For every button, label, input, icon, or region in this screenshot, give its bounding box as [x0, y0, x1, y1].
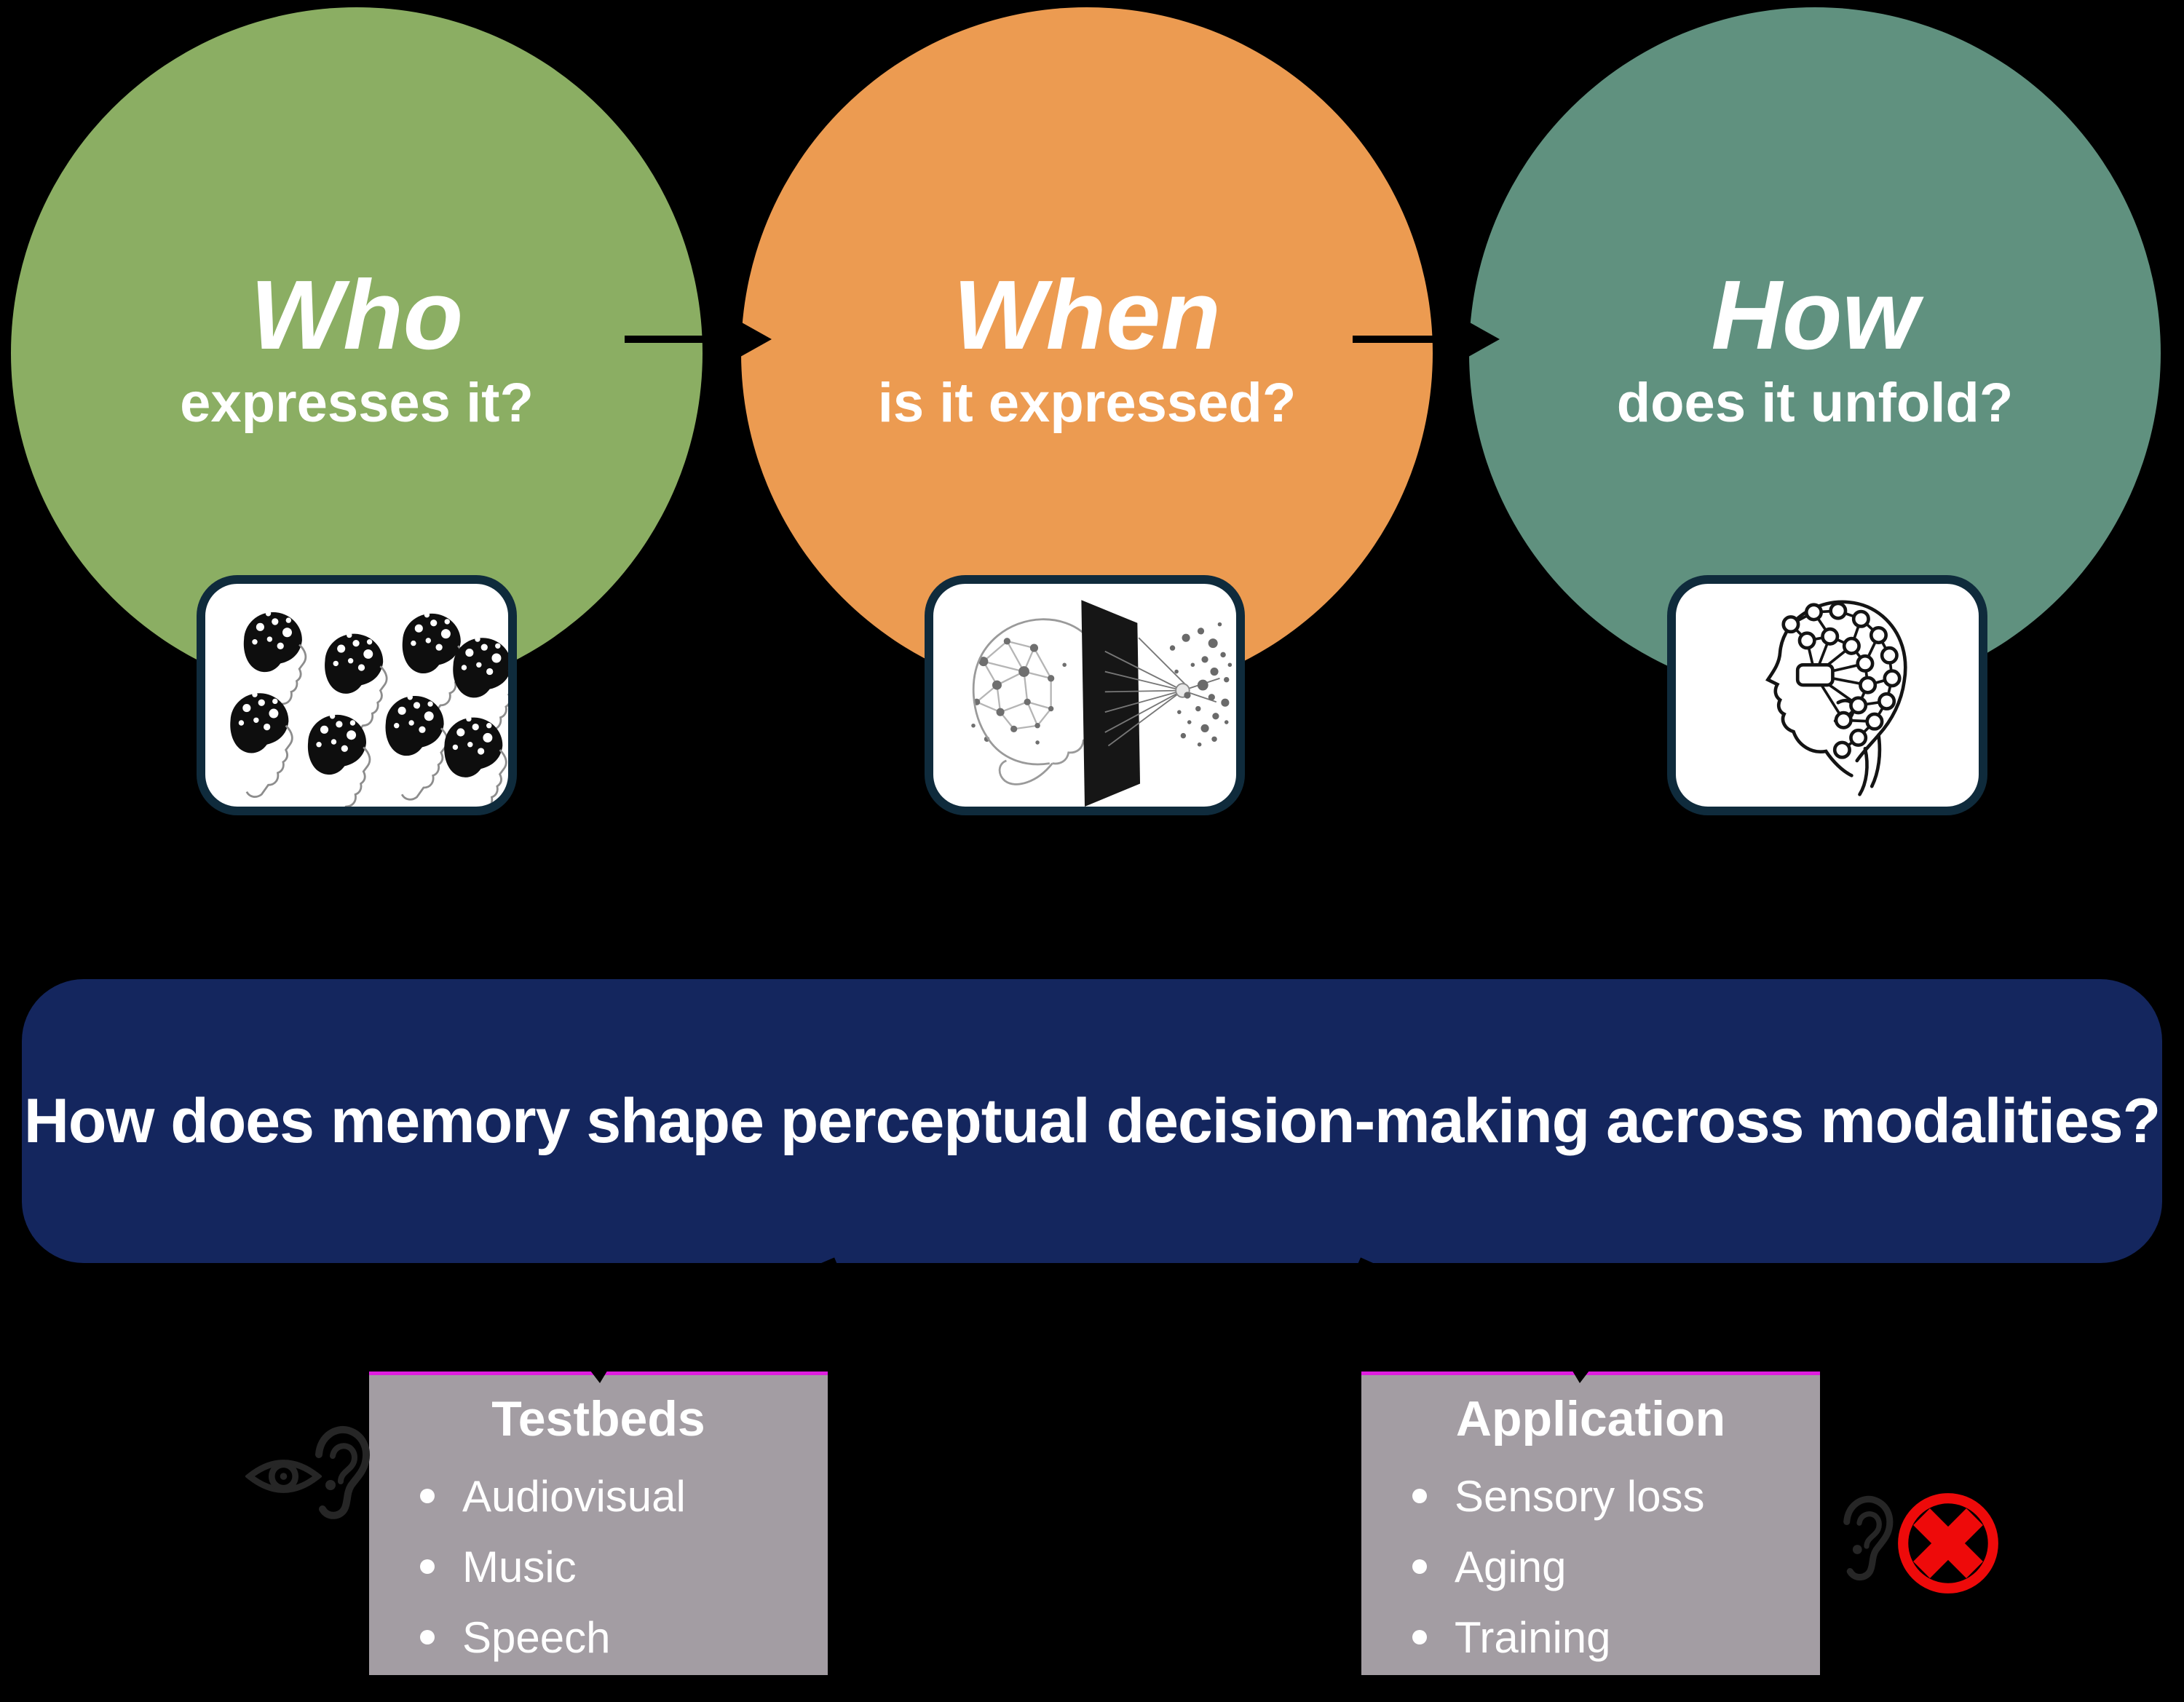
no-audio-icon [1898, 1493, 1998, 1594]
list-item: Speech [420, 1602, 828, 1673]
testbeds-item-audiovisual: Audiovisual [462, 1471, 686, 1521]
eeg-cap-head-icon [1765, 600, 1907, 796]
eeg-group-heads-image [197, 575, 517, 815]
connector-banner-to-application [1357, 1257, 1583, 1363]
eeg-cap-head-image [1667, 575, 1987, 815]
application-item-sensory-loss: Sensory loss [1455, 1471, 1705, 1521]
testbeds-title: Testbeds [491, 1391, 705, 1446]
list-item: Aging [1412, 1532, 1820, 1602]
research-question-text: How does memory shape perceptual decisio… [23, 1085, 2161, 1156]
circle-how-title: How [1711, 260, 1919, 370]
circle-how: How does it unfold? [1469, 7, 2161, 699]
mind-screen-particles-icon [971, 600, 1233, 807]
circle-who-title: Who [250, 260, 464, 370]
eeg-group-heads-icon [229, 609, 508, 807]
ear-icon [1843, 1495, 1894, 1581]
application-title: Application [1455, 1391, 1726, 1446]
application-item-training: Training [1455, 1612, 1611, 1662]
bullet-icon [420, 1489, 435, 1504]
circle-when-title: When [953, 260, 1221, 370]
circle-who-subtitle: expresses it? [180, 371, 534, 434]
list-item: Audiovisual [420, 1461, 828, 1532]
circle-when: When is it expressed? [741, 7, 1433, 699]
ear-icon [315, 1425, 370, 1519]
list-item: Training [1412, 1602, 1820, 1673]
bullet-icon [1412, 1489, 1427, 1504]
circle-when-subtitle: is it expressed? [877, 371, 1297, 434]
application-item-aging: Aging [1455, 1542, 1567, 1591]
bullet-icon [420, 1559, 435, 1575]
circle-how-subtitle: does it unfold? [1616, 371, 2014, 434]
list-item: Music [420, 1532, 828, 1602]
bullet-icon [1412, 1559, 1427, 1575]
testbeds-box: Testbeds Audiovisual Music Speech [369, 1375, 828, 1675]
testbeds-item-music: Music [462, 1542, 577, 1591]
mind-screen-particles-image [925, 575, 1245, 815]
application-list: Sensory loss Aging Training [1361, 1461, 1820, 1673]
eye-icon [245, 1460, 322, 1493]
bullet-icon [1412, 1630, 1427, 1645]
list-item: Sensory loss [1412, 1461, 1820, 1532]
application-box: Application Sensory loss Aging Training [1361, 1375, 1820, 1675]
connector-banner-to-testbeds [601, 1257, 837, 1363]
testbeds-list: Audiovisual Music Speech [369, 1461, 828, 1673]
bullet-icon [420, 1630, 435, 1645]
research-question-banner: How does memory shape perceptual decisio… [22, 979, 2162, 1263]
testbeds-item-speech: Speech [462, 1612, 611, 1662]
